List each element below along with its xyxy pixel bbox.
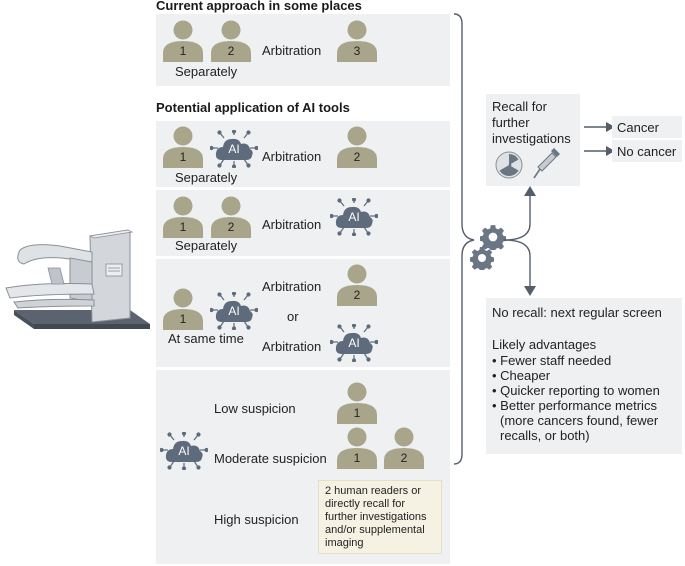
cancer-outcome-box xyxy=(612,116,682,138)
low-suspicion-label: Low suspicion xyxy=(214,401,296,416)
current-approach-panel xyxy=(156,14,450,86)
ai-row-2-panel xyxy=(156,190,450,256)
advantage-item: (more cancers found, fewer xyxy=(500,413,659,428)
or-label: or xyxy=(287,309,299,324)
high-suspicion-note: 2 human readers or directly recall for f… xyxy=(318,480,442,554)
advantage-item: recalls, or both) xyxy=(500,428,590,443)
biopsy-needle-icon xyxy=(533,148,560,179)
no-recall-box xyxy=(486,298,682,454)
potential-application-heading: Potential application of AI tools xyxy=(156,100,350,115)
advantages-list: • Fewer staff needed • Cheaper • Quicker… xyxy=(492,353,660,443)
current-approach-heading: Current approach in some places xyxy=(156,0,362,13)
arbitration-label: Arbitration xyxy=(262,43,322,58)
arbitration-label: Arbitration xyxy=(262,217,322,232)
ai-cloud-icon: AI xyxy=(330,198,378,236)
reader-1-icon: 1 xyxy=(160,196,206,238)
ai-cloud-icon: AI xyxy=(330,324,378,362)
reader-1-icon: 1 xyxy=(160,20,206,62)
gear-icon xyxy=(470,246,494,270)
ai-cloud-icon: AI xyxy=(160,432,208,470)
advantage-item: • Quicker reporting to women xyxy=(492,383,660,398)
radiation-icon xyxy=(495,151,523,179)
ai-cloud-icon: AI xyxy=(210,130,258,168)
advantage-item: • Fewer staff needed xyxy=(492,353,612,368)
decision-split-arrows xyxy=(503,186,536,296)
ai-row-3-panel xyxy=(156,259,450,367)
separately-label: Separately xyxy=(175,238,238,253)
separately-label: Separately xyxy=(175,170,238,185)
arbitration-label: Arbitration xyxy=(262,149,322,164)
reader-2-icon: 2 xyxy=(208,196,254,238)
reader-3-icon: 3 xyxy=(334,20,380,62)
reader-1-icon: 1 xyxy=(334,382,380,424)
advantage-item: • Better performance metrics xyxy=(492,398,657,413)
outcome-arrows xyxy=(584,122,615,156)
mammography-machine-icon xyxy=(5,229,150,329)
reader-2-icon: 2 xyxy=(334,126,380,168)
reader-1-icon: 1 xyxy=(160,288,206,330)
separately-label: Separately xyxy=(175,64,238,79)
advantage-item: • Cheaper xyxy=(492,368,551,383)
arbitration-label: Arbitration xyxy=(262,339,322,354)
reader-1-icon: 1 xyxy=(160,126,206,168)
ai-cloud-icon: AI xyxy=(210,292,258,330)
at-same-time-label: At same time xyxy=(168,331,244,346)
reader-2-icon: 2 xyxy=(208,20,254,62)
ai-row-1-panel xyxy=(156,121,450,187)
no-cancer-outcome-box xyxy=(612,140,682,162)
advantages-title: Likely advantages xyxy=(492,337,597,352)
arbitration-label: Arbitration xyxy=(262,279,322,294)
recall-label: Recall for further investigations xyxy=(492,99,571,146)
reader-2-icon: 2 xyxy=(381,427,427,469)
no-recall-title: No recall: next regular screen xyxy=(492,305,662,320)
grouping-brace xyxy=(453,13,475,465)
high-suspicion-label: High suspicion xyxy=(214,512,299,527)
reader-2-icon: 2 xyxy=(334,264,380,306)
moderate-suspicion-label: Moderate suspicion xyxy=(214,451,327,466)
reader-1-icon: 1 xyxy=(334,427,380,469)
cancer-label: Cancer xyxy=(617,120,659,135)
no-cancer-label: No cancer xyxy=(617,144,677,159)
